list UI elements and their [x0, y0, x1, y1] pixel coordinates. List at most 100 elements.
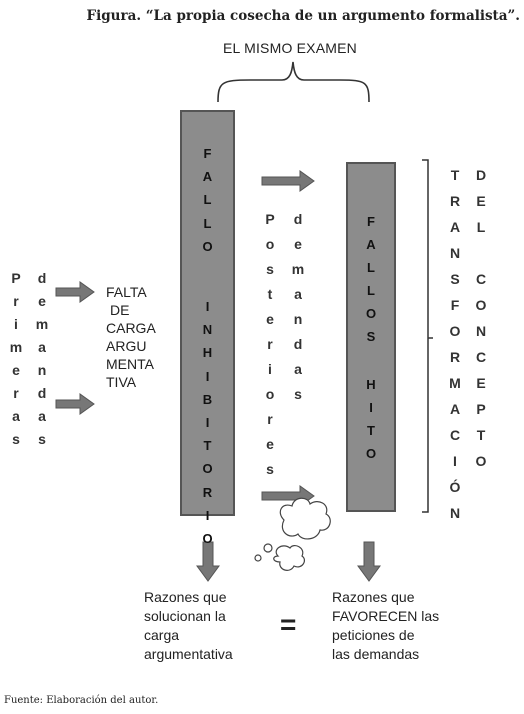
transformacion-letter: I [453, 453, 457, 469]
primeras-letter: e [12, 362, 20, 378]
fallo-inhibitorio-bar [180, 110, 235, 516]
inhibitorio-letter: T [203, 438, 212, 454]
demandas-left-letter: s [38, 431, 46, 447]
posteriores-letter: e [266, 311, 274, 327]
demandas-mid-letter: a [294, 361, 302, 377]
razones-left-line: Razones que [144, 589, 227, 605]
inhibitorio-letter: N [202, 322, 213, 338]
fallos-letter: L [367, 260, 375, 275]
inhibitorio-letter: H [202, 345, 213, 361]
demandas-mid-letter: s [294, 386, 302, 402]
posteriores-letter: s [266, 261, 274, 277]
posteriores-letter: i [268, 361, 272, 377]
primeras-letter: r [13, 385, 19, 401]
inhibitorio-letter: R [202, 484, 213, 500]
demandas-left-letter: e [38, 293, 46, 309]
demandas-mid-letter: d [293, 336, 303, 352]
transformacion-letter: C [449, 427, 461, 443]
fallos-letter: F [367, 214, 375, 229]
demandas-left-letter: d [37, 270, 47, 286]
demandas-left-letter: m [35, 316, 49, 332]
razones-left-text: Razones que solucionan la carga argumentati… [144, 588, 233, 664]
thought-cloud [254, 497, 331, 571]
transformacion-letter: M [449, 375, 461, 391]
falta-carga-line: TIVA [106, 374, 137, 390]
inhibitorio-letter: O [202, 461, 213, 477]
razones-left-line: solucionan la [144, 608, 226, 624]
del-letter: D [475, 167, 487, 183]
demandas-mid-letter: a [294, 286, 302, 302]
fallo-letter: L [203, 192, 212, 208]
falta-carga-line: ARGU [106, 338, 147, 354]
concepto-letter: N [475, 323, 487, 339]
transformacion-letter: N [449, 505, 461, 521]
inhibitorio-letter: O [202, 531, 213, 547]
concepto-letter: E [476, 375, 486, 391]
primeras-letter: s [12, 431, 20, 447]
transformacion-letter: T [450, 167, 460, 183]
concepto-letter: O [475, 453, 487, 469]
hito-letter: T [367, 423, 375, 438]
transformacion-letter: R [449, 349, 461, 365]
demandas-mid-letter: d [293, 211, 303, 227]
razones-left-line: argumentativa [144, 646, 233, 662]
transformacion-letter: A [449, 401, 461, 417]
primeras-letter: m [9, 339, 23, 355]
transformacion-letter: N [449, 245, 461, 261]
concepto-letter: P [476, 401, 486, 417]
posteriores-letter: r [267, 411, 273, 427]
transformacion-letter: R [449, 193, 461, 209]
figure-source: Fuente: Elaboración del autor. [4, 695, 159, 706]
inhibitorio-letter: I [205, 507, 210, 523]
del-letter: L [476, 219, 486, 235]
posteriores-letter: o [265, 386, 275, 402]
transformacion-letter: S [450, 271, 460, 287]
demandas-left-letter: d [37, 385, 47, 401]
fallos-letter: A [366, 237, 376, 252]
top-brace [217, 61, 370, 103]
fallos-letter: S [366, 329, 376, 344]
transformacion-letter: Ó [449, 479, 461, 495]
fallo-letter: A [202, 169, 213, 185]
del-letter: E [476, 193, 486, 209]
primeras-letter: i [14, 316, 18, 332]
razones-right-line: Razones que [332, 589, 415, 605]
inhibitorio-letter: I [205, 368, 210, 384]
concepto-letter: C [475, 271, 487, 287]
hito-letter: O [365, 446, 377, 461]
fallo-letter: L [203, 215, 212, 231]
transformacion-letter: F [450, 297, 460, 313]
demandas-left-letter: a [38, 339, 46, 355]
right-bracket [422, 159, 433, 513]
fallo-letter: F [203, 146, 212, 161]
header-el-mismo-examen: EL MISMO EXAMEN [223, 40, 357, 56]
posteriores-letter: t [267, 286, 273, 302]
razones-left-line: carga [144, 627, 180, 643]
razones-right-line: las demandas [332, 646, 420, 662]
concepto-letter: O [475, 297, 487, 313]
concepto-letter: T [476, 427, 486, 443]
fallos-letter: L [367, 283, 375, 298]
primeras-letter: r [13, 293, 19, 309]
demandas-mid-letter: m [291, 261, 305, 277]
falta-carga-line: FALTA [106, 284, 147, 300]
falta-carga-line: DE [110, 302, 130, 318]
transformacion-letter: O [449, 323, 461, 339]
falta-carga-line: MENTA [106, 356, 154, 372]
posteriores-letter: s [266, 461, 274, 477]
fallo-letter: O [202, 238, 213, 254]
inhibitorio-letter: I [205, 299, 210, 315]
primeras-letter: P [11, 270, 21, 286]
arrow-fallo-to-hito-upper [261, 170, 315, 192]
arrow-primeras-upper [55, 281, 95, 303]
